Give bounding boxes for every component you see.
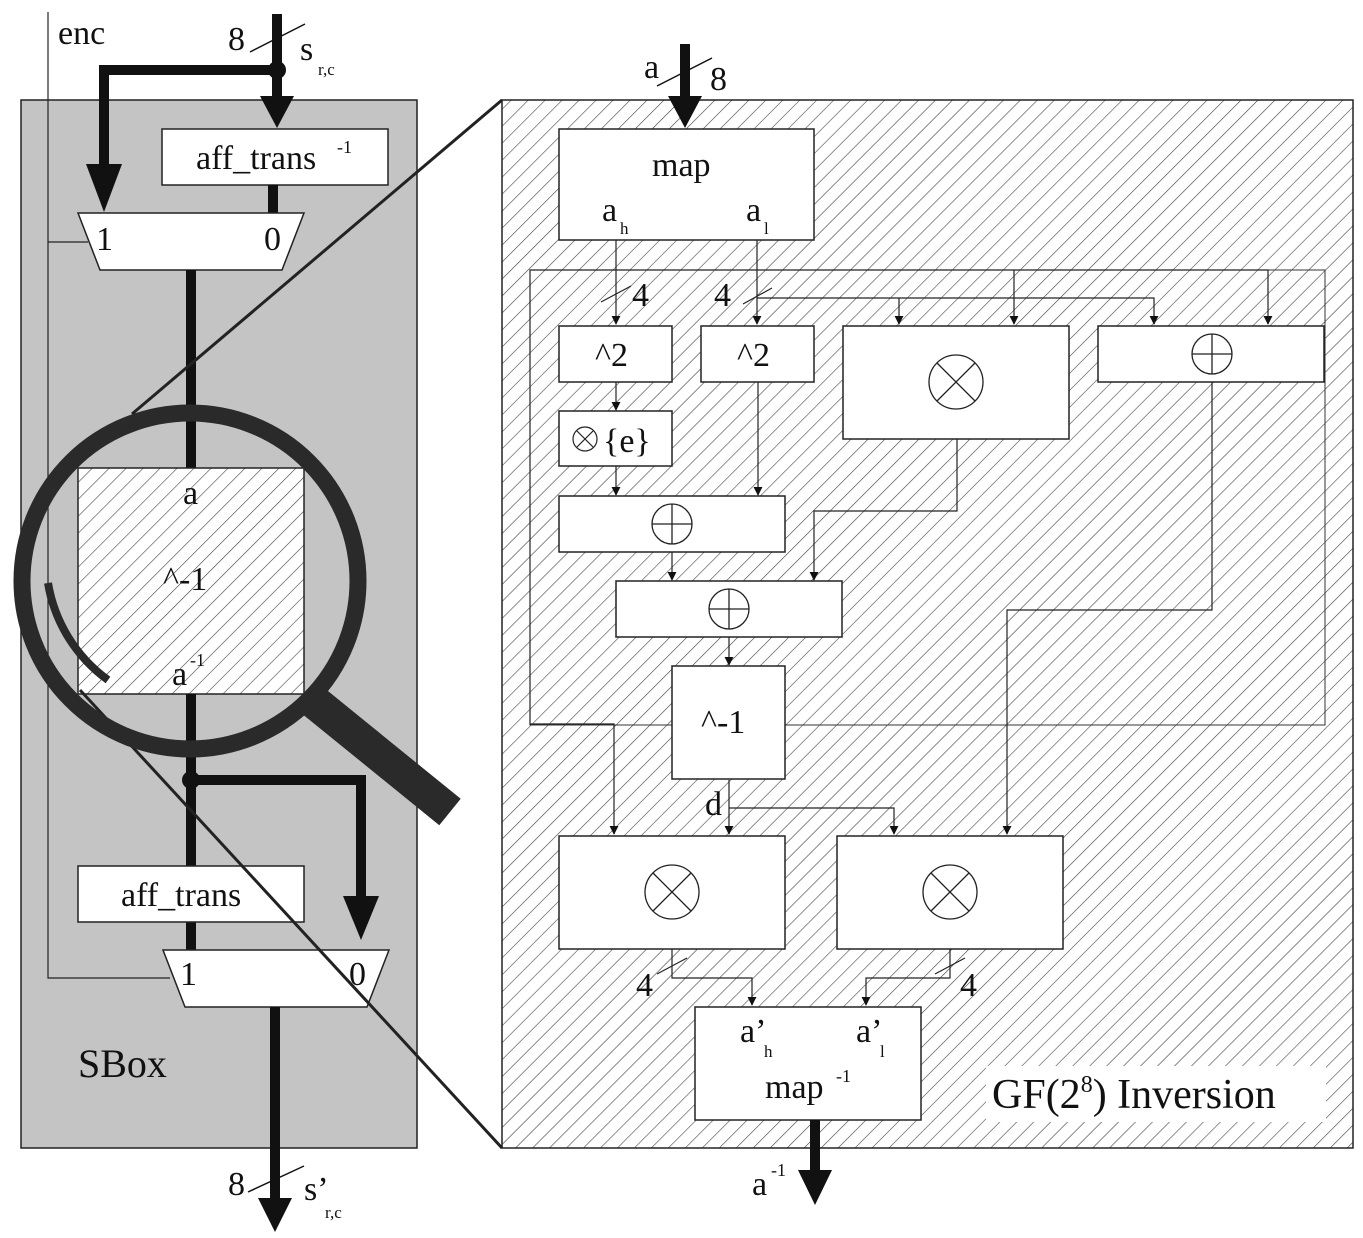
sbox-inv-in: a [183, 475, 198, 512]
square-h-label: ^2 [595, 337, 628, 374]
map-out-l-sub: l [764, 219, 769, 238]
mux-top [76, 212, 306, 271]
d-label: d [705, 786, 722, 823]
gf-output-label: a [752, 1166, 767, 1203]
magnifier-handle [301, 686, 461, 826]
gf-input-arrowhead [668, 96, 702, 128]
square-l-label: ^2 [737, 337, 770, 374]
magnifier-lens [13, 404, 367, 758]
sbox-input-arrowhead [260, 96, 294, 128]
zoom-line-bottom [78, 688, 504, 1150]
width-slash-out-h [656, 957, 688, 975]
gf-signal-wires [529, 240, 1273, 1006]
mux-top-in1: 1 [96, 221, 113, 258]
map-inv-in-l: a’ [856, 1013, 882, 1050]
gf-title-backdrop [986, 1066, 1326, 1122]
map-out-h-sub: h [620, 219, 629, 238]
mux-bottom-in1: 1 [180, 956, 197, 993]
width-out-l: 4 [960, 967, 977, 1004]
width-slash-out-l [934, 957, 966, 975]
sbox-input-label: s [300, 31, 313, 68]
map-inv-label-sup: -1 [836, 1066, 851, 1086]
gf-input-width-slash [656, 57, 713, 87]
map-inv-in-h-sub: h [764, 1042, 773, 1061]
map-inv-in-h: a’ [740, 1013, 766, 1050]
xor-top-icon [1191, 333, 1233, 375]
gf-title: GF(28) Inversion [992, 1072, 1276, 1118]
map-inv-box [694, 1006, 922, 1121]
map-out-l: a [746, 192, 761, 229]
gf4-inv-box [671, 665, 786, 780]
sbox-output-label: s’ [304, 1171, 329, 1208]
width-ah: 4 [632, 277, 649, 314]
mul-e-label: {e} [603, 423, 651, 460]
mult-left-icon [644, 864, 700, 920]
sbox-input-width-slash [249, 23, 306, 53]
sbox-inv-op: ^-1 [163, 561, 207, 598]
map-inv-label: map [765, 1069, 824, 1106]
width-out-h: 4 [636, 967, 653, 1004]
width-al: 4 [714, 277, 731, 314]
enc-label: enc [58, 15, 105, 52]
sbox-output-arrowhead [258, 1198, 292, 1232]
enc-control-line [47, 12, 170, 979]
magnifier-glint [44, 582, 111, 684]
zoom-line-top [131, 98, 503, 416]
gf-input-label: a [644, 49, 659, 86]
mul-e-box [558, 410, 673, 467]
map-out-h: a [602, 192, 617, 229]
sbox-input-width: 8 [228, 21, 245, 58]
aff-trans-inv-label: aff_trans [196, 140, 316, 177]
square-l-box [700, 325, 815, 383]
mult-top-icon [928, 354, 984, 410]
mul-e-icon [572, 426, 598, 452]
aff-trans-label: aff_trans [121, 877, 241, 914]
sbox-output-width: 8 [228, 1166, 245, 1203]
sbox-input-sub: r,c [318, 60, 335, 79]
gf-input-width: 8 [710, 61, 727, 98]
map-label: map [652, 147, 711, 184]
bypass-bus-top [99, 65, 277, 170]
bypass-bottom-arrowhead [343, 896, 379, 940]
sbox-title: SBox [78, 1041, 167, 1086]
map-inv-in-l-sub: l [880, 1042, 885, 1061]
bypass-top-arrowhead [86, 164, 122, 212]
map-box [558, 128, 815, 241]
sbox-output-sub: r,c [325, 1203, 342, 1222]
width-slash-al [742, 287, 773, 305]
aff-trans-inv-sup: -1 [337, 137, 352, 157]
gf-output-arrowhead [798, 1170, 832, 1205]
xor-1-icon [651, 503, 693, 545]
aff-trans-inv-box [161, 128, 389, 186]
sbox-output-width-slash [247, 1165, 305, 1193]
mux-top-in0: 0 [264, 221, 281, 258]
width-slash-ah [600, 285, 632, 303]
xor-2-icon [708, 588, 750, 630]
bypass-bus-bottom [191, 775, 366, 900]
gf4-inv-label: ^-1 [701, 704, 745, 741]
mult-right-icon [922, 864, 978, 920]
gf-output-sup: -1 [771, 1160, 786, 1180]
sbox-inv-out-sup: -1 [190, 650, 205, 670]
mux-bottom-in0: 0 [349, 956, 366, 993]
sbox-inv-out: a [172, 656, 187, 693]
square-h-box [558, 325, 673, 383]
